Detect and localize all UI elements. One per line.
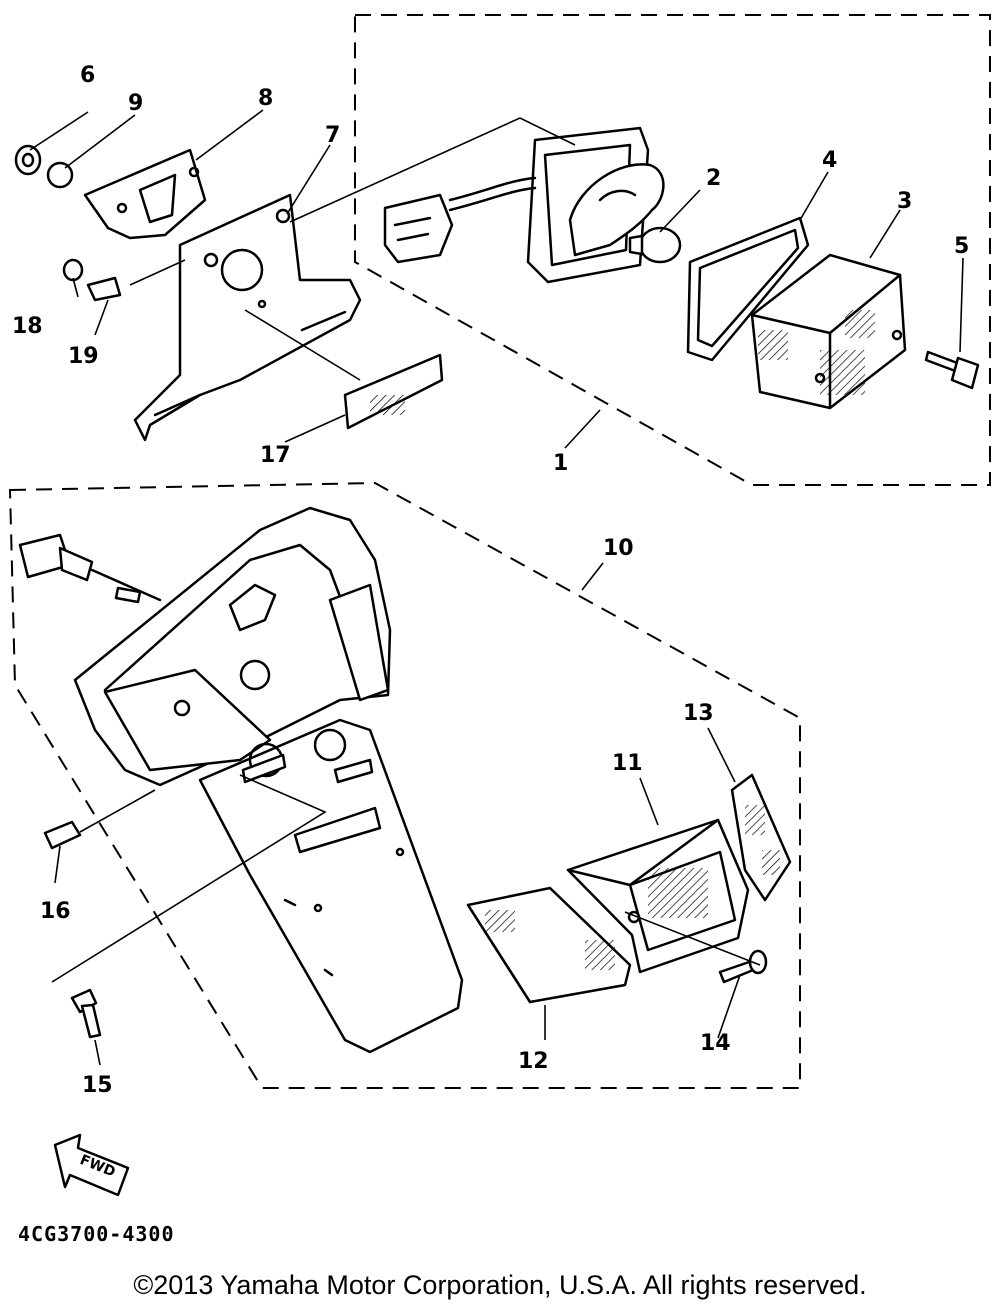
wire-connector: [383, 176, 537, 264]
diagram-code: 4CG3700-4300: [18, 1222, 175, 1246]
lens-12: [466, 886, 632, 1004]
label-part-15: 15: [82, 1073, 113, 1098]
bolt-15: [70, 988, 102, 1039]
assembly-1-dashed-border: [354, 14, 991, 486]
bracket: [133, 193, 362, 442]
lens-box: [750, 253, 907, 410]
label-part-18: 18: [12, 314, 43, 339]
label-part-4: 4: [822, 148, 837, 173]
cover: [83, 148, 207, 240]
leader-lines-lower: [51, 562, 761, 1066]
leader-lines-upper: [29, 109, 964, 449]
label-part-10: 10: [603, 536, 634, 561]
nut-18: [62, 258, 84, 282]
washer-9: [46, 161, 74, 189]
assembly-10-dashed-border: [8, 481, 801, 1089]
screw-5: [924, 350, 980, 390]
clip-16: [43, 820, 82, 850]
fwd-arrow-icon: FWD: [53, 1133, 130, 1197]
label-part-19: 19: [68, 344, 99, 369]
label-part-1: 1: [553, 451, 568, 476]
label-part-5: 5: [954, 234, 969, 259]
taillight-base: [526, 126, 665, 284]
copyright-notice: ©2013 Yamaha Motor Corporation, U.S.A. A…: [133, 1270, 867, 1300]
reflector: [343, 353, 444, 430]
label-part-13: 13: [683, 701, 714, 726]
clip-19: [86, 276, 122, 302]
label-part-6: 6: [80, 63, 95, 88]
label-part-7: 7: [325, 123, 340, 148]
label-part-8: 8: [258, 86, 273, 111]
label-part-2: 2: [706, 166, 721, 191]
lens-13: [730, 773, 792, 902]
lens-11: [566, 818, 750, 974]
label-part-16: 16: [40, 899, 71, 924]
label-part-9: 9: [128, 91, 143, 116]
bulb: [628, 226, 682, 264]
connector-lower: [18, 533, 162, 604]
screw-14: [718, 949, 768, 984]
rear-fender: [73, 506, 464, 1054]
label-part-17: 17: [260, 443, 291, 468]
gasket: [686, 216, 810, 362]
label-part-12: 12: [518, 1049, 549, 1074]
label-part-11: 11: [612, 751, 643, 776]
label-part-14: 14: [700, 1031, 731, 1056]
label-part-3: 3: [897, 189, 912, 214]
nut-6: [14, 144, 42, 176]
